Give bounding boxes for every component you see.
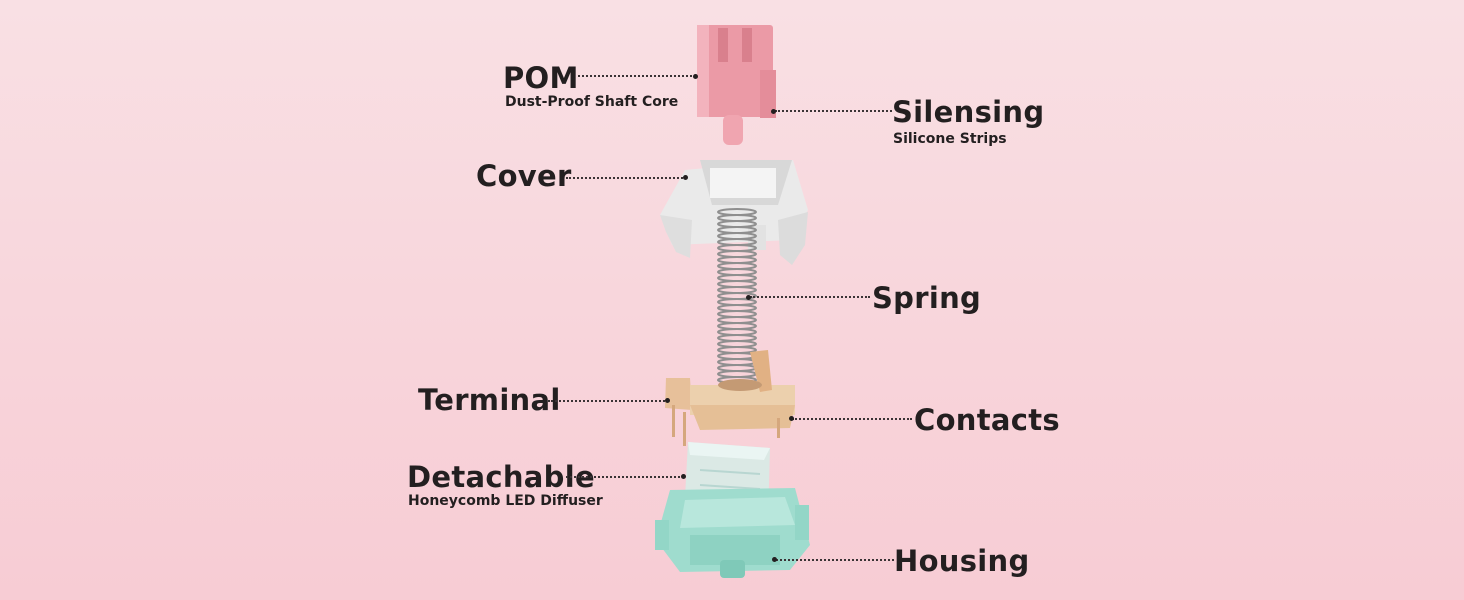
housing-leader-dot — [772, 557, 777, 562]
terminal-title: Terminal — [418, 383, 561, 417]
detachable-leader-dot — [681, 474, 686, 479]
contacts-leader-dot — [789, 416, 794, 421]
cover-leader — [566, 177, 686, 179]
spring-title: Spring — [872, 281, 982, 315]
spring-leader — [750, 296, 870, 298]
cover-title: Cover — [476, 159, 572, 193]
silensing-title: Silensing — [892, 95, 1045, 129]
terminal-leader-dot — [665, 398, 670, 403]
detachable-leader — [566, 476, 684, 478]
terminal-leader — [548, 400, 668, 402]
silensing-leader — [775, 110, 892, 112]
spring-leader-dot — [746, 295, 751, 300]
pom-leader-dot — [693, 74, 698, 79]
housing-leader — [776, 559, 894, 561]
detachable-subtitle: Honeycomb LED Diffuser — [408, 493, 603, 509]
silensing-leader-dot — [771, 109, 776, 114]
pom-leader — [578, 75, 696, 77]
contacts-part — [665, 350, 795, 446]
pom-subtitle: Dust-Proof Shaft Core — [505, 94, 679, 110]
detachable-title: Detachable — [407, 460, 595, 494]
cover-leader-dot — [683, 175, 688, 180]
contacts-leader — [792, 418, 912, 420]
housing-title: Housing — [894, 544, 1030, 578]
contacts-title: Contacts — [914, 403, 1060, 437]
pom-stem — [697, 25, 776, 145]
pom-title: POM — [503, 61, 579, 95]
housing-part — [655, 488, 810, 578]
silensing-subtitle: Silicone Strips — [893, 131, 1007, 147]
